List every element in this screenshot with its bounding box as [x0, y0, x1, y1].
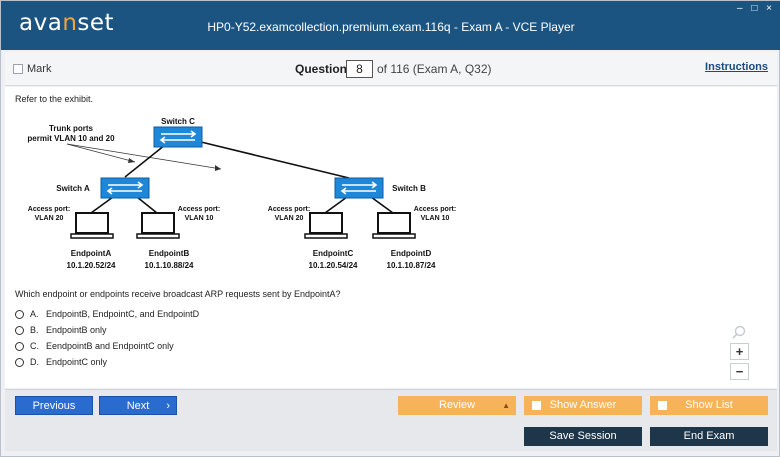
trunk-label-line2: permit VLAN 10 and 20 — [27, 134, 115, 143]
radio-icon[interactable] — [15, 357, 24, 367]
link-a-endpoint-a — [90, 196, 114, 214]
show-answer-button[interactable]: Show Answer — [524, 396, 642, 415]
show-answer-label: Show Answer — [549, 399, 617, 411]
vlan-label-a: VLAN 20 — [35, 215, 64, 222]
switch-a-label: Switch A — [56, 184, 90, 193]
link-b-endpoint-d — [370, 196, 394, 214]
link-a-endpoint-b — [136, 196, 158, 214]
mark-label: Mark — [27, 63, 52, 75]
answer-option-c[interactable]: C. EendpointB and EndpointC only — [15, 341, 174, 351]
radio-icon[interactable] — [15, 341, 24, 351]
arrowhead-icon — [215, 165, 221, 171]
access-label-d: Access port: — [414, 206, 456, 213]
trunk-label-line1: Trunk ports — [49, 124, 94, 133]
refer-text: Refer to the exhibit. — [15, 94, 94, 104]
bottom-toolbar: Previous Next › Review ▲ Show Answer Sho… — [5, 389, 777, 451]
access-label-a: Access port: — [28, 206, 70, 213]
switch-b-icon — [334, 177, 384, 199]
avanset-logo: avanset — [19, 10, 115, 36]
question-bar: Mark Question 8 of 116 (Exam A, Q32) Ins… — [5, 52, 777, 86]
question-number-input[interactable]: 8 — [346, 60, 373, 78]
magnifier-icon — [732, 325, 746, 339]
laptop-icon — [136, 212, 180, 239]
question-content: Refer to the exhibit. Trunk ports permit… — [5, 87, 777, 388]
zoom-out-button[interactable]: − — [730, 363, 749, 380]
trunk-arrow — [66, 143, 136, 163]
option-letter: D. — [30, 357, 39, 367]
next-button[interactable]: Next › — [99, 396, 177, 415]
laptop-icon — [70, 212, 114, 239]
option-letter: A. — [30, 309, 39, 319]
show-list-button[interactable]: Show List — [650, 396, 768, 415]
endpoint-b-ip: 10.1.10.88/24 — [145, 261, 194, 270]
network-exhibit: Trunk ports permit VLAN 10 and 20 Switch… — [27, 117, 456, 270]
answer-option-a[interactable]: A. EndpointB, EndpointC, and EndpointD — [15, 309, 199, 319]
checkbox-icon[interactable] — [658, 401, 667, 410]
endpoint-a-name: EndpointA — [71, 249, 112, 258]
endpoint-d-name: EndpointD — [391, 249, 432, 258]
question-text: Which endpoint or endpoints receive broa… — [15, 289, 341, 299]
window-title: HP0-Y52.examcollection.premium.exam.116q… — [207, 20, 575, 34]
laptop-icon — [304, 212, 348, 239]
instructions-link[interactable]: Instructions — [705, 61, 768, 73]
window-controls[interactable]: – □ × — [737, 3, 775, 14]
answer-option-d[interactable]: D. EndpointC only — [15, 357, 107, 367]
review-label: Review — [438, 399, 476, 411]
zoom-in-button[interactable]: + — [730, 343, 749, 360]
switch-a-icon — [100, 177, 150, 199]
title-bar: avanset HP0-Y52.examcollection.premium.e… — [1, 1, 780, 50]
option-text: EendpointB and EndpointC only — [46, 341, 174, 351]
switch-b-label: Switch B — [392, 184, 426, 193]
link-c-b — [200, 141, 350, 179]
endpoint-c-ip: 10.1.20.54/24 — [309, 261, 358, 270]
option-text: EndpointB only — [46, 325, 107, 335]
previous-button[interactable]: Previous — [15, 396, 93, 415]
question-count: of 116 (Exam A, Q32) — [377, 62, 492, 76]
option-letter: C. — [30, 341, 39, 351]
vlan-label-c: VLAN 20 — [275, 215, 304, 222]
arrowhead-icon — [128, 158, 135, 163]
save-session-button[interactable]: Save Session — [524, 427, 642, 446]
endpoint-c-name: EndpointC — [313, 249, 354, 258]
radio-icon[interactable] — [15, 325, 24, 335]
vlan-label-b: VLAN 10 — [185, 215, 214, 222]
access-label-c: Access port: — [268, 206, 310, 213]
option-letter: B. — [30, 325, 39, 335]
endpoint-d-ip: 10.1.10.87/24 — [387, 261, 436, 270]
end-exam-button[interactable]: End Exam — [650, 427, 768, 446]
question-label: Question — [295, 62, 348, 76]
review-button[interactable]: Review ▲ — [398, 396, 516, 415]
switch-c-icon — [153, 126, 203, 148]
mark-checkbox[interactable]: Mark — [13, 63, 51, 75]
vlan-label-d: VLAN 10 — [421, 215, 450, 222]
trunk-arrow — [66, 143, 222, 170]
switch-c-label: Switch C — [161, 117, 195, 126]
show-list-label: Show List — [685, 399, 733, 411]
option-text: EndpointC only — [46, 357, 108, 367]
chevron-right-icon: › — [166, 400, 170, 412]
next-label: Next — [126, 400, 150, 412]
link-c-a — [124, 144, 166, 178]
endpoint-a-ip: 10.1.20.52/24 — [67, 261, 116, 270]
laptop-icon — [372, 212, 416, 239]
link-b-endpoint-c — [324, 196, 348, 214]
checkbox-icon[interactable] — [532, 401, 541, 410]
triangle-up-icon: ▲ — [502, 401, 510, 410]
checkbox-icon[interactable] — [13, 64, 23, 74]
radio-icon[interactable] — [15, 309, 24, 319]
option-text: EndpointB, EndpointC, and EndpointD — [46, 309, 200, 319]
answer-option-b[interactable]: B. EndpointB only — [15, 325, 107, 335]
endpoint-b-name: EndpointB — [149, 249, 190, 258]
access-label-b: Access port: — [178, 206, 220, 213]
